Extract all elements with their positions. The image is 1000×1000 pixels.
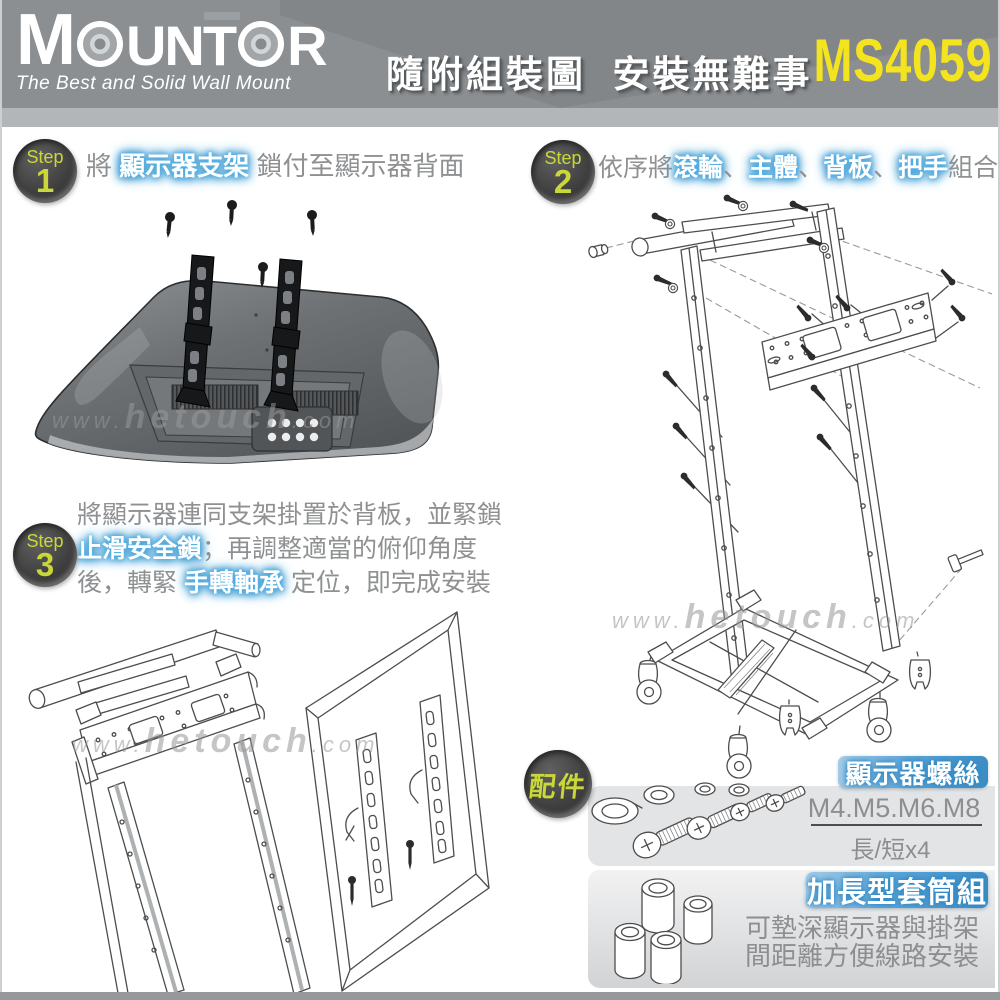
text-line: 將 顯示器支架 鎖付至顯示器背面 xyxy=(86,146,464,183)
header xyxy=(0,0,1000,108)
logo-letter-t: T xyxy=(202,12,241,78)
text-line: 止滑安全鎖；再調整適當的俯仰角度 xyxy=(77,532,502,566)
logo-o-icon xyxy=(76,21,123,68)
watermark: www. hetouch .com xyxy=(612,598,919,637)
text-run: 、 xyxy=(873,154,899,182)
highlighted-term: 背板 xyxy=(823,154,874,182)
mount-and-panel-drawing xyxy=(28,611,490,995)
text-run: 後，轉緊 xyxy=(77,569,184,597)
sheet-title: 隨附組裝圖 安裝無難事 xyxy=(386,54,813,95)
logo-letter: M xyxy=(16,0,76,80)
text-line: 依序將滾輪、主體、背板、把手組合 xyxy=(598,148,998,184)
highlighted-term: 滾輪 xyxy=(673,154,724,182)
text-line: 將顯示器連同支架掛置於背板，並緊鎖 xyxy=(77,498,502,532)
watermark-prefix: www. xyxy=(612,608,685,633)
accessories-badge: 配件 xyxy=(524,750,592,818)
text-run: 依序將 xyxy=(598,154,674,182)
step-3-text: 將顯示器連同支架掛置於背板，並緊鎖止滑安全鎖；再調整適當的俯仰角度後，轉緊 手轉… xyxy=(77,498,502,600)
screws-washers-drawing xyxy=(591,782,806,859)
text-run: 鎖付至顯示器背面 xyxy=(249,151,465,181)
step-1-text: 將 顯示器支架 鎖付至顯示器背面 xyxy=(86,146,464,183)
screw-quantity: 長/短x4 xyxy=(850,837,931,864)
text-run: 、 xyxy=(723,154,749,182)
watermark-suffix: .com xyxy=(851,608,920,633)
text-run: 組合 xyxy=(948,154,999,182)
watermark-suffix: .com xyxy=(311,732,380,757)
step-1-label: Step xyxy=(26,147,64,168)
step-2-text: 依序將滾輪、主體、背板、把手組合 xyxy=(598,148,998,184)
cart-exploded-drawing xyxy=(588,193,993,779)
text-run: 、 xyxy=(798,154,824,182)
watermark-prefix: www. xyxy=(52,408,125,433)
model-number: MS4059 xyxy=(813,27,992,94)
screws-title-ribbon: 顯示器螺絲 xyxy=(838,756,988,789)
logo-letter: R xyxy=(287,14,327,78)
tv-back-with-brackets-drawing xyxy=(34,199,443,464)
page-right-border xyxy=(998,0,1000,1000)
screws-divider xyxy=(811,824,982,826)
watermark-word: hetouch xyxy=(124,398,292,436)
page-left-border xyxy=(0,0,2,1000)
sleeves-title: 加長型套筒組 xyxy=(806,877,987,909)
sleeves-description-line2: 間距離方便線路安裝 xyxy=(744,941,979,971)
spacer-sleeves-drawing xyxy=(614,878,713,984)
text-run: 將 xyxy=(86,151,120,181)
sleeves-description: 可墊深顯示器與掛架 間距離方便線路安裝 xyxy=(736,914,988,970)
brand-tagline: The Best and Solid Wall Mount xyxy=(16,73,292,95)
step-3-label: Step xyxy=(26,531,64,552)
header-divider-strip xyxy=(0,108,1000,127)
watermark: www. hetouch .com xyxy=(72,722,379,761)
text-run: ；再調整適當的俯仰角度 xyxy=(202,535,478,563)
step-2-number: 2 xyxy=(553,163,573,201)
step-1-badge: Step 1 xyxy=(13,139,77,203)
highlighted-term: 主體 xyxy=(748,154,799,182)
step-2-badge: Step 2 xyxy=(531,140,595,204)
step-2-label: Step xyxy=(544,148,582,169)
logo-letter: UN xyxy=(125,14,205,78)
screw-sizes: M4.M5.M6.M8 xyxy=(807,793,981,823)
step-3-number: 3 xyxy=(35,546,55,584)
accessories-badge-label: 配件 xyxy=(527,771,589,802)
highlighted-term: 止滑安全鎖 xyxy=(77,535,203,563)
highlighted-term: 顯示器支架 xyxy=(119,151,250,181)
highlighted-term: 把手 xyxy=(898,154,949,182)
step-1-number: 1 xyxy=(35,162,55,200)
watermark-suffix: .com xyxy=(291,408,360,433)
screws-title: 顯示器螺絲 xyxy=(845,758,981,789)
logo-o-icon xyxy=(238,21,285,68)
page-bottom-bar xyxy=(0,992,1000,1000)
step-3-badge: Step 3 xyxy=(13,523,77,587)
watermark-word: hetouch xyxy=(144,722,312,760)
watermark-word: hetouch xyxy=(684,598,852,636)
sleeves-description-line1: 可墊深顯示器與掛架 xyxy=(744,913,979,943)
text-run: 將顯示器連同支架掛置於背板，並緊鎖 xyxy=(77,501,503,529)
sleeves-title-ribbon: 加長型套筒組 xyxy=(806,872,988,909)
text-run: 定位，即完成安裝 xyxy=(283,569,491,597)
text-line: 後，轉緊 手轉軸承 定位，即完成安裝 xyxy=(77,566,502,600)
highlighted-term: 手轉軸承 xyxy=(183,569,284,597)
watermark: www. hetouch .com xyxy=(52,398,359,437)
watermark-prefix: www. xyxy=(72,732,145,757)
